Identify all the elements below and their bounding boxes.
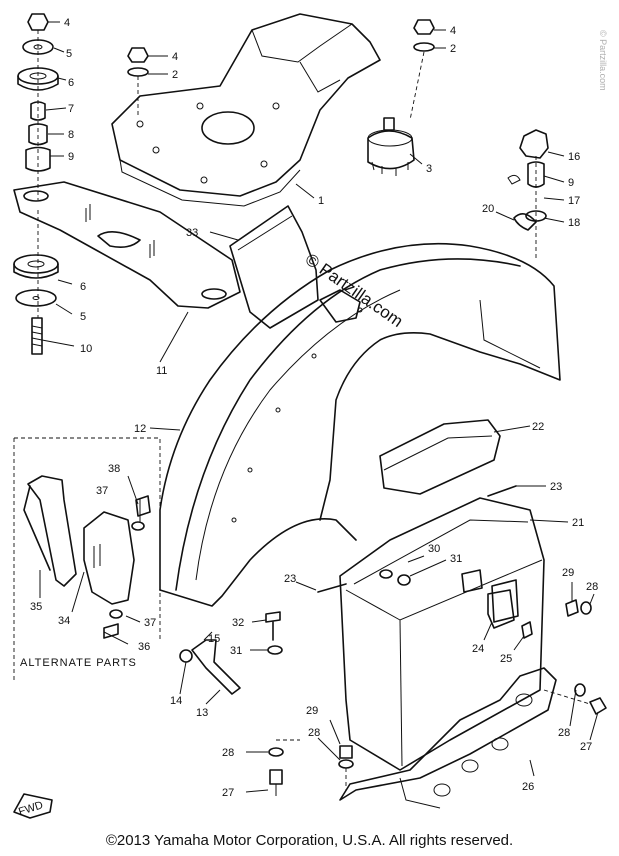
callout-35: 35 bbox=[30, 601, 42, 613]
callout-4: 4 bbox=[450, 25, 456, 37]
plate-1 bbox=[111, 13, 381, 207]
pad-33 bbox=[229, 205, 319, 329]
callout-9: 9 bbox=[568, 177, 574, 189]
callout-numbers: 4 5 6 7 8 9 6 5 10 11 4 2 4 2 3 1 16 9 1… bbox=[30, 17, 598, 799]
hardware-lower bbox=[268, 739, 354, 796]
fwd-arrow: FWD bbox=[13, 793, 53, 819]
mount-stack-upper bbox=[17, 13, 59, 200]
callout-26: 26 bbox=[522, 781, 534, 793]
callout-4: 4 bbox=[64, 17, 70, 29]
copyright-notice: ©2013 Yamaha Motor Corporation, U.S.A. A… bbox=[105, 832, 514, 849]
callout-9: 9 bbox=[68, 151, 74, 163]
bolt-32 bbox=[265, 611, 283, 655]
callout-38: 38 bbox=[108, 463, 120, 475]
hardware-right bbox=[543, 599, 607, 715]
callout-17: 17 bbox=[568, 195, 580, 207]
callout-7: 7 bbox=[68, 103, 74, 115]
callout-15: 15 bbox=[208, 633, 220, 645]
callout-33: 33 bbox=[186, 227, 198, 239]
fender-12 bbox=[159, 242, 561, 607]
callout-8: 8 bbox=[68, 129, 74, 141]
callout-29: 29 bbox=[562, 567, 574, 579]
nut-washer-set bbox=[127, 19, 435, 121]
callout-23: 23 bbox=[550, 481, 562, 493]
callout-11: 11 bbox=[156, 365, 167, 377]
callout-28: 28 bbox=[308, 727, 320, 739]
callout-27: 27 bbox=[222, 787, 234, 799]
callout-13: 13 bbox=[196, 707, 208, 719]
mount-stack-lower bbox=[13, 210, 59, 355]
alternate-parts-label: ALTERNATE PARTS bbox=[20, 657, 137, 669]
callout-32: 32 bbox=[232, 617, 244, 629]
callout-31: 31 bbox=[450, 553, 462, 565]
callout-27: 27 bbox=[580, 741, 592, 753]
switch-16-group bbox=[507, 129, 549, 260]
callout-20: 20 bbox=[482, 203, 494, 215]
callout-30: 30 bbox=[428, 543, 440, 555]
callout-10: 10 bbox=[80, 343, 92, 355]
watermark-side: © Partzilla.com bbox=[598, 30, 608, 91]
latch-24 bbox=[487, 589, 533, 639]
callout-37: 37 bbox=[144, 617, 156, 629]
callout-28: 28 bbox=[558, 727, 570, 739]
callout-6: 6 bbox=[80, 281, 86, 293]
callout-1: 1 bbox=[318, 195, 324, 207]
callout-22: 22 bbox=[532, 421, 544, 433]
bracket-26 bbox=[339, 667, 557, 809]
callout-24: 24 bbox=[472, 643, 484, 655]
callout-29: 29 bbox=[306, 705, 318, 717]
bracket-11 bbox=[13, 181, 241, 309]
callout-31: 31 bbox=[230, 645, 242, 657]
callout-34: 34 bbox=[58, 615, 70, 627]
callout-25: 25 bbox=[500, 653, 512, 665]
callout-18: 18 bbox=[568, 217, 580, 229]
rod-23 bbox=[317, 485, 517, 593]
callout-36: 36 bbox=[138, 641, 150, 653]
callout-21: 21 bbox=[572, 517, 584, 529]
alternate-parts-box bbox=[13, 437, 161, 680]
callout-6: 6 bbox=[68, 77, 74, 89]
callout-2: 2 bbox=[172, 69, 178, 81]
callout-16: 16 bbox=[568, 151, 580, 163]
callout-37: 37 bbox=[96, 485, 108, 497]
callout-23: 23 bbox=[284, 573, 296, 585]
lid-22 bbox=[379, 419, 501, 495]
callout-5: 5 bbox=[66, 48, 72, 60]
callout-14: 14 bbox=[170, 695, 182, 707]
saddlebag-21 bbox=[339, 497, 545, 771]
leader-lines bbox=[39, 21, 599, 793]
callout-28: 28 bbox=[222, 747, 234, 759]
callout-5: 5 bbox=[80, 311, 86, 323]
callout-12: 12 bbox=[134, 423, 146, 435]
hardware-30-31 bbox=[379, 569, 411, 586]
callout-2: 2 bbox=[450, 43, 456, 55]
callout-4: 4 bbox=[172, 51, 178, 63]
callout-28: 28 bbox=[586, 581, 598, 593]
component-3 bbox=[367, 117, 415, 176]
callout-3: 3 bbox=[426, 163, 432, 175]
